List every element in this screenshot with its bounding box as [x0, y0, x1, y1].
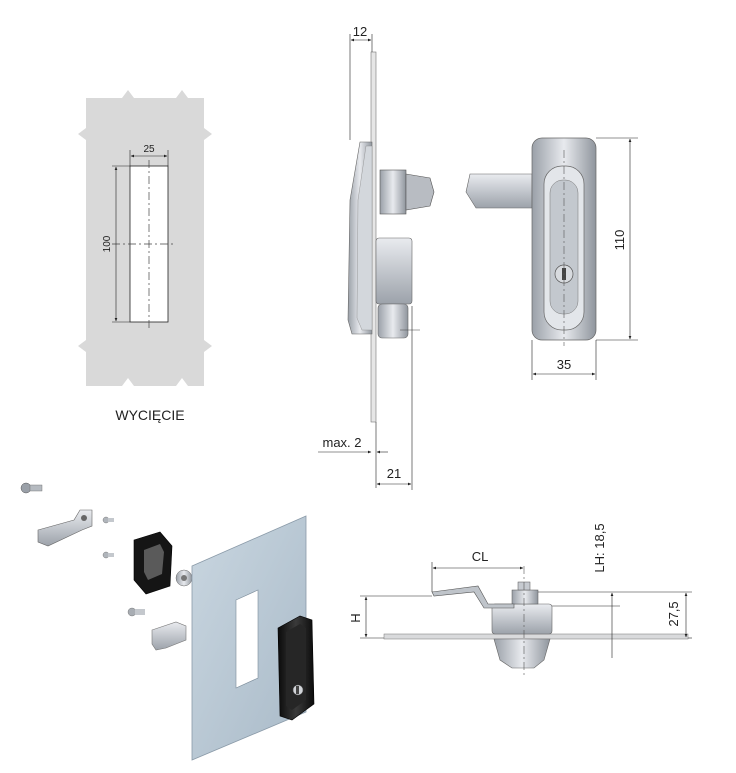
- section-lh-label: LH: 18,5: [592, 523, 607, 572]
- side-view-drawing: 12 max. 2 21: [318, 24, 435, 490]
- side-top-dim-label: 12: [353, 24, 367, 39]
- exploded-assembly: [20, 482, 315, 761]
- side-lock-housing: [375, 237, 413, 305]
- cutout-diagram: 25 100 WYCIĘCIE: [78, 90, 212, 423]
- cam-lever-hole: [81, 515, 87, 521]
- side-thickness-dim-label: max. 2: [322, 435, 361, 450]
- section-total-label: 27,5: [666, 601, 681, 626]
- section-panel: [383, 633, 689, 640]
- section-cam-nut: [511, 589, 539, 605]
- section-view-drawing: CL H LH: 18,5 27,5: [348, 523, 692, 676]
- section-lock-base: [493, 638, 551, 669]
- side-cam-nut: [379, 169, 407, 215]
- mounted-handle-grip: [286, 624, 306, 710]
- nut-hole: [181, 575, 187, 581]
- mounted-lock-keyway: [296, 686, 299, 694]
- small-screw-2: [102, 551, 114, 559]
- section-cl-label: CL: [472, 549, 489, 564]
- cutout-caption: WYCIĘCIE: [115, 407, 184, 423]
- side-handle-face: [356, 145, 373, 331]
- front-width-dim-label: 35: [557, 357, 571, 372]
- front-view-drawing: 110 35: [465, 137, 638, 380]
- side-cam-tip: [405, 173, 435, 211]
- front-cam-lever: [465, 173, 533, 209]
- screw-part: [20, 482, 43, 494]
- mounting-bracket: [151, 621, 187, 651]
- gasket-frame-opening: [144, 544, 164, 580]
- bracket-screw: [127, 607, 145, 617]
- door-panel-cutout: [235, 589, 259, 689]
- cam-lever-part: [37, 509, 93, 547]
- front-height-dim-label: 110: [612, 230, 627, 251]
- small-screw-1: [102, 516, 114, 524]
- cutout-height-label: 100: [102, 235, 113, 252]
- section-lock-body: [491, 603, 553, 635]
- cutout-width-label: 25: [143, 144, 155, 155]
- section-cam-lever: [431, 585, 515, 609]
- side-depth-dim-label: 21: [387, 466, 401, 481]
- section-h-label: H: [348, 613, 363, 622]
- side-cam-screw: [377, 303, 409, 339]
